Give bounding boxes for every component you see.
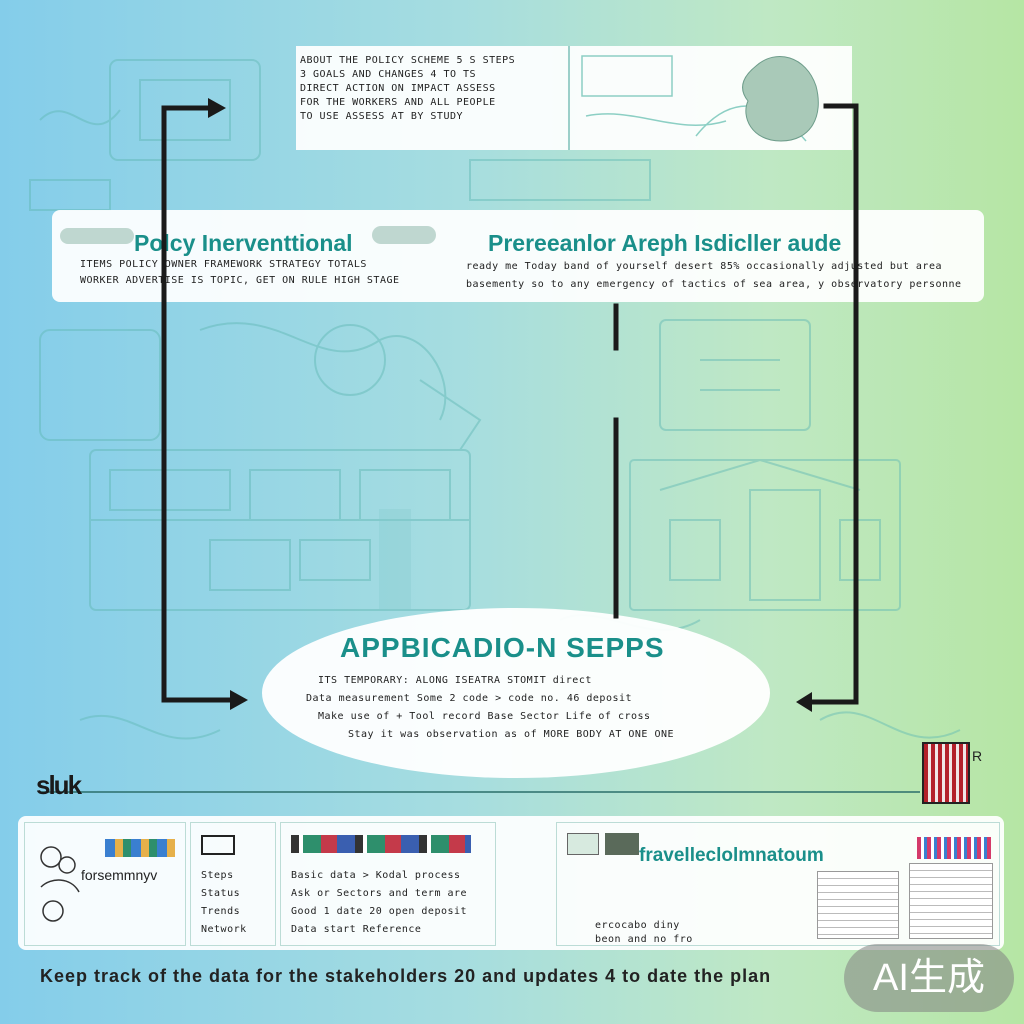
steps-card: Steps Status Trends Network [190,822,276,946]
cloud-right-decor [372,226,436,244]
monitor-icon [201,835,235,855]
policy-text-line: WORKER ADVERTISE IS TOPIC, GET ON RULE H… [80,275,400,286]
divider-label-left: sluk [36,770,82,800]
data-card: Basic data > Kodal process Ask or Sector… [280,822,496,946]
ai-generated-badge: AI生成 [844,944,1014,1012]
guide-text-line: ready me Today band of yourself desert 8… [466,261,942,272]
applications-text-line: ITS TEMPORARY: ALONG ISEATRA STOMIT dire… [318,675,592,686]
policy-intervention-title: Polcy Inerventtional [134,230,353,256]
policy-band: Polcy Inerventtional ITEMS POLICY OWNER … [52,210,984,302]
applications-title: APPBICADIO-N SEPPS [340,632,665,663]
preparation-guide-title: Prereeanlor Areph Isdicller aude [488,230,842,256]
summary-label: forsemmnyv [81,867,158,883]
steps-item: Network [201,924,247,935]
top-text-block: ABOUT THE POLICY SCHEME 5 S STEPS 3 GOAL… [300,54,562,124]
steps-item: Status [201,888,241,899]
data-text-line: Ask or Sectors and term are [291,888,468,899]
data-text-line: Basic data > Kodal process [291,870,461,881]
steps-item: Trends [201,906,241,917]
arrowhead-right-bottom [796,692,812,712]
top-text-line: TO USE ASSESS AT BY STUDY [300,111,464,122]
mini-screen-icon-2 [605,833,639,855]
top-text-line: 3 GOALS AND CHANGES 4 TO TS [300,69,477,80]
people-icon [40,846,80,922]
left-loop-arrow [161,105,215,703]
data-text-line: Good 1 date 20 open deposit [291,906,468,917]
document-thumbnail [817,871,899,939]
applications-text-line: Make use of + Tool record Base Sector Li… [318,711,651,722]
information-title: fravelleclolmnatoum [639,845,824,866]
color-strip [291,835,471,853]
bottom-caption: Keep track of the data for the stakehold… [40,966,772,986]
top-text-line: DIRECT ACTION ON IMPACT ASSESS [300,83,496,94]
information-text-line: ercocabo diny [595,920,680,931]
cloud-left-decor [60,228,134,244]
stamp-seal [922,742,970,804]
document-thumbnail-2 [909,863,993,939]
arrowhead-left-bottom [230,690,248,710]
data-text-line: Data start Reference [291,924,422,935]
bottom-cards-strip: forsemmnyv Steps Status Trends Network B… [18,816,1004,950]
top-info-panel: ABOUT THE POLICY SCHEME 5 S STEPS 3 GOAL… [296,46,852,150]
guide-text-line: basementy so to any emergency of tactics… [466,279,962,290]
information-card: fravelleclolmnatoum ercocabo diny beon a… [556,822,1000,946]
applications-text-line: Stay it was observation as of MORE BODY … [348,729,675,740]
information-text-line: beon and no fro [595,934,693,945]
divider-label-right: R [972,748,983,764]
color-chips [105,839,175,857]
top-text-line: ABOUT THE POLICY SCHEME 5 S STEPS [300,55,516,66]
panel-divider [568,46,570,150]
mini-screen-icon [567,833,599,855]
arrowhead-top [208,98,226,118]
applications-text-line: Data measurement Some 2 code > code no. … [306,693,633,704]
applications-oval: APPBICADIO-N SEPPS ITS TEMPORARY: ALONG … [262,608,770,778]
summary-card: forsemmnyv [24,822,186,946]
top-text-line: FOR THE WORKERS AND ALL PEOPLE [300,97,496,108]
right-loop-arrow [801,103,859,705]
steps-item: Steps [201,870,234,881]
policy-text-line: ITEMS POLICY OWNER FRAMEWORK STRATEGY TO… [80,259,367,270]
color-bars [917,837,991,859]
map-illustration [581,55,819,142]
